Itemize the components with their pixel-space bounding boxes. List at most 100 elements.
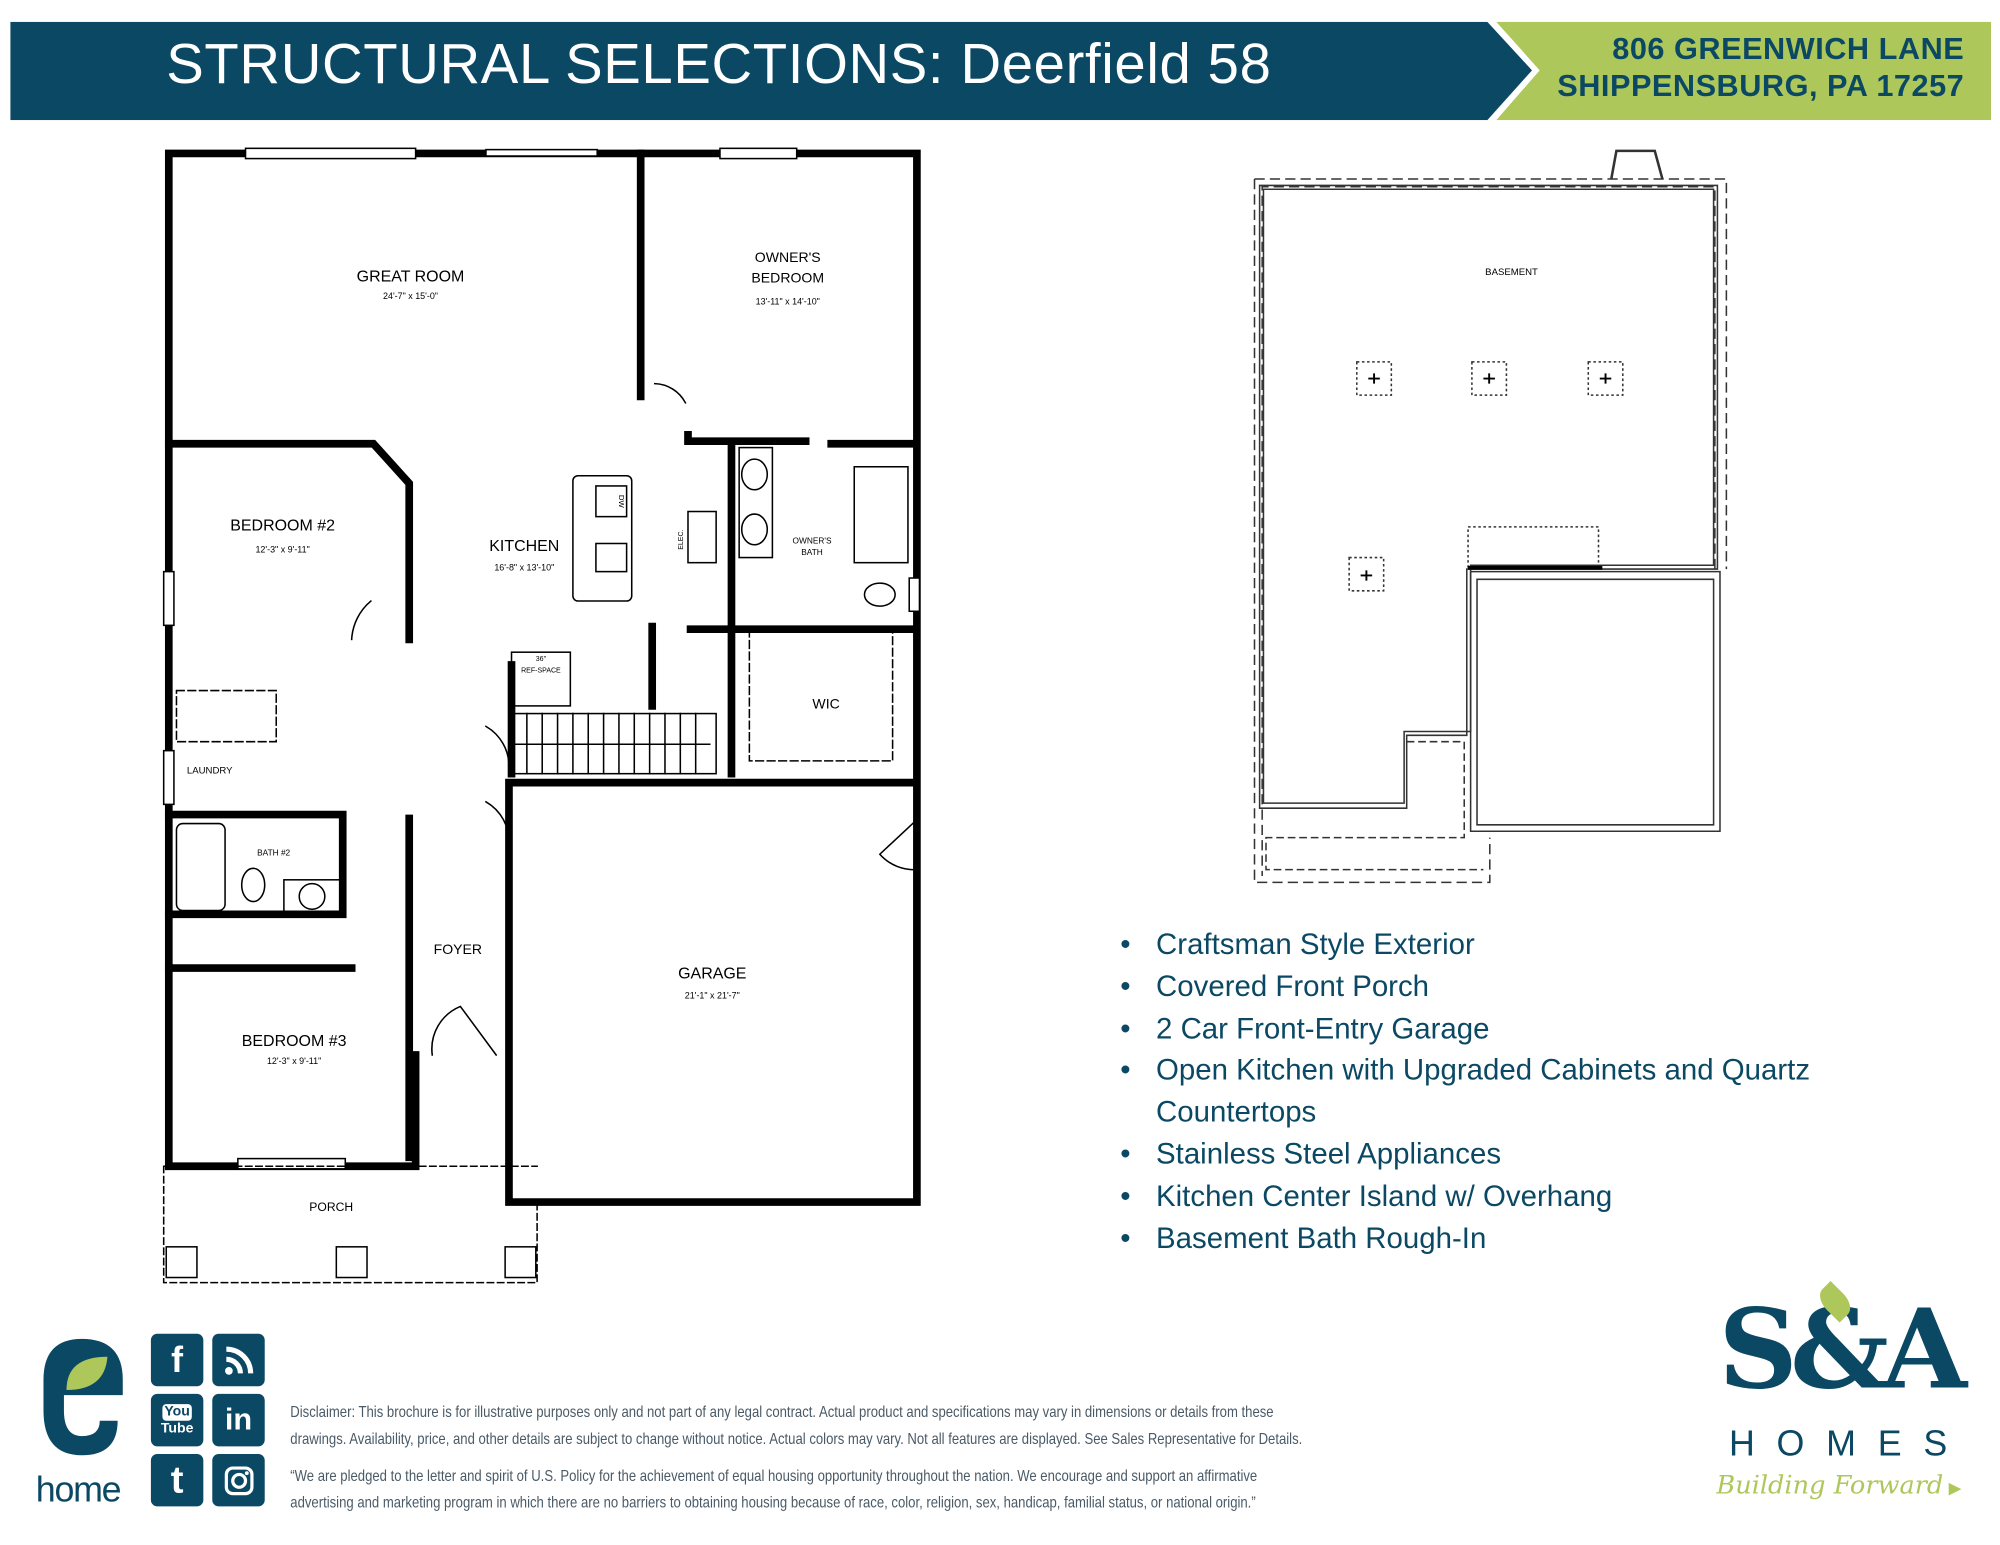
label: LAUNDRY <box>187 766 233 777</box>
door-swings <box>350 382 920 1057</box>
room-size: 16'-8" x 13'-10" <box>494 562 554 572</box>
room-size: 21'-1" x 21'-7" <box>685 991 740 1001</box>
shower <box>853 465 909 564</box>
address-line-1: 806 GREENWICH LANE <box>1612 31 1965 67</box>
label: ELEC. <box>678 529 685 549</box>
youtube-text: You <box>161 1403 193 1421</box>
egress-well <box>1610 149 1664 180</box>
room-name: BEDROOM #2 <box>230 518 335 535</box>
window <box>237 1157 347 1170</box>
youtube-icon[interactable]: You Tube <box>150 1393 204 1447</box>
sink <box>740 513 769 546</box>
youtube-text: Tube <box>160 1420 194 1436</box>
room-size: 13'-11" x 14'-10" <box>756 296 820 306</box>
address: 806 GREENWICH LANE SHIPPENSBURG, PA 1725… <box>1557 31 1964 105</box>
washer-dryer <box>175 689 277 743</box>
address-banner <box>1496 21 1992 121</box>
vanity <box>283 879 341 914</box>
porch-column <box>504 1246 537 1279</box>
feature-item: Kitchen Center Island w/ Overhang <box>1118 1175 1962 1217</box>
porch-foundation <box>1265 740 1484 871</box>
basement-label: BASEMENT <box>1485 267 1538 278</box>
garage-foundation <box>1469 570 1721 832</box>
label: FOYER <box>434 941 482 957</box>
column-pad <box>1587 361 1624 396</box>
porch-column <box>335 1246 368 1279</box>
window <box>162 749 175 806</box>
room-size: 24'-7" x 15'-0" <box>383 291 438 301</box>
main-floor-plan <box>162 147 921 1284</box>
toilet <box>863 582 896 607</box>
instagram-icon[interactable] <box>212 1453 265 1507</box>
sa-tagline: Building Forward ▶ <box>1711 1466 1967 1509</box>
label: DW <box>617 495 626 509</box>
basement-outer <box>1253 178 1728 884</box>
window <box>162 570 175 627</box>
sink <box>595 542 628 573</box>
room-name: OWNER'S <box>755 249 821 265</box>
ehome-logo: home <box>36 1334 131 1508</box>
toilet <box>240 867 266 903</box>
feature-list: Craftsman Style Exterior Covered Front P… <box>1118 923 1962 1259</box>
stair-treads <box>510 712 711 775</box>
window <box>908 577 921 613</box>
label: OWNER'S <box>793 535 832 545</box>
vanity <box>738 446 774 559</box>
room-size: 12'-3" x 9'-11" <box>267 1056 321 1066</box>
ref-space <box>510 651 572 707</box>
room-name: GREAT ROOM <box>357 268 465 285</box>
label: REF-SPACE <box>521 668 561 675</box>
room-name: GARAGE <box>678 965 746 982</box>
linkedin-icon[interactable]: in <box>212 1393 265 1447</box>
label: WIC <box>812 695 839 711</box>
wic-shelving <box>748 629 894 762</box>
window <box>244 147 417 160</box>
porch-column <box>165 1246 198 1279</box>
sink <box>740 458 769 491</box>
basement-plan <box>1253 149 1728 884</box>
equal-housing-text: “We are pledged to the letter and spirit… <box>290 1466 1258 1512</box>
feature-item: Stainless Steel Appliances <box>1118 1133 1962 1175</box>
play-arrow-icon: ▶ <box>1943 1479 1962 1499</box>
twitter-icon[interactable]: t <box>150 1453 204 1507</box>
label: 36" <box>536 656 547 663</box>
porch-outline <box>162 1165 538 1284</box>
facebook-icon[interactable]: f <box>150 1333 204 1387</box>
feature-item: Covered Front Porch <box>1118 965 1962 1007</box>
room-name: BEDROOM <box>751 270 824 286</box>
disclaimer-text: Disclaimer: This brochure is for illustr… <box>290 1402 1303 1448</box>
range <box>687 510 717 564</box>
sa-wordmark: HOMES <box>1728 1423 1969 1463</box>
column-pad <box>1348 556 1385 592</box>
sa-homes-logo: S&A HOMES Building Forward ▶ <box>1711 1279 1967 1522</box>
disclaimer: Disclaimer: This brochure is for illustr… <box>290 1399 1318 1527</box>
kitchen-island <box>572 474 633 602</box>
header-banner <box>10 21 1533 121</box>
dishwasher <box>595 485 628 518</box>
sink <box>298 882 326 910</box>
room-name: BEDROOM #3 <box>242 1033 347 1050</box>
page-title: STRUCTURAL SELECTIONS: Deerfield 58 <box>166 33 1272 96</box>
column-pad <box>1471 361 1508 396</box>
basement-wall-inner <box>1262 188 1715 804</box>
ehome-e-mark <box>43 1338 123 1456</box>
label: BATH #2 <box>257 848 290 858</box>
feature-item: Craftsman Style Exterior <box>1118 923 1962 965</box>
room-size: 12'-3" x 9'-11" <box>255 544 309 554</box>
basement-wall <box>1258 184 1719 809</box>
tagline-text: Building Forward <box>1716 1469 1944 1501</box>
column-pad <box>1356 361 1393 396</box>
window <box>719 147 798 160</box>
ehome-wordmark: home <box>35 1469 122 1509</box>
basement-stairs <box>1467 526 1600 569</box>
tub <box>175 822 226 912</box>
feature-item: Basement Bath Rough-In <box>1118 1217 1962 1259</box>
room-labels: GREAT ROOM 24'-7" x 15'-0" OWNER'S BEDRO… <box>187 249 840 1214</box>
label: BATH <box>801 547 823 557</box>
rss-icon[interactable] <box>212 1333 265 1387</box>
room-name: KITCHEN <box>489 538 559 555</box>
feature-item: 2 Car Front-Entry Garage <box>1118 1007 1962 1049</box>
slider-door <box>485 148 598 157</box>
